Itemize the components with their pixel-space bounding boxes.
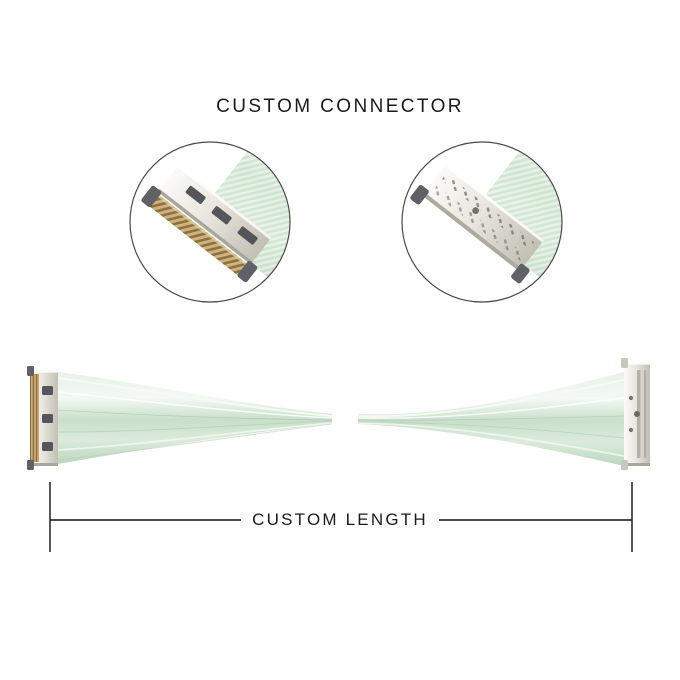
left-connector [27, 366, 58, 470]
custom-length-text: CUSTOM LENGTH [241, 510, 439, 529]
cable-assembly [27, 358, 650, 470]
left-detail-circle [129, 141, 291, 303]
right-connector [621, 358, 650, 470]
custom-length-label: CUSTOM LENGTH [0, 510, 680, 530]
page-title: CUSTOM CONNECTOR [216, 96, 464, 117]
right-detail-circle [401, 141, 563, 303]
left-detail-circle-outline [129, 141, 291, 303]
cable-right-segment [357, 372, 625, 466]
right-detail-circle-outline [401, 141, 563, 303]
cable-left-segment [57, 372, 333, 464]
